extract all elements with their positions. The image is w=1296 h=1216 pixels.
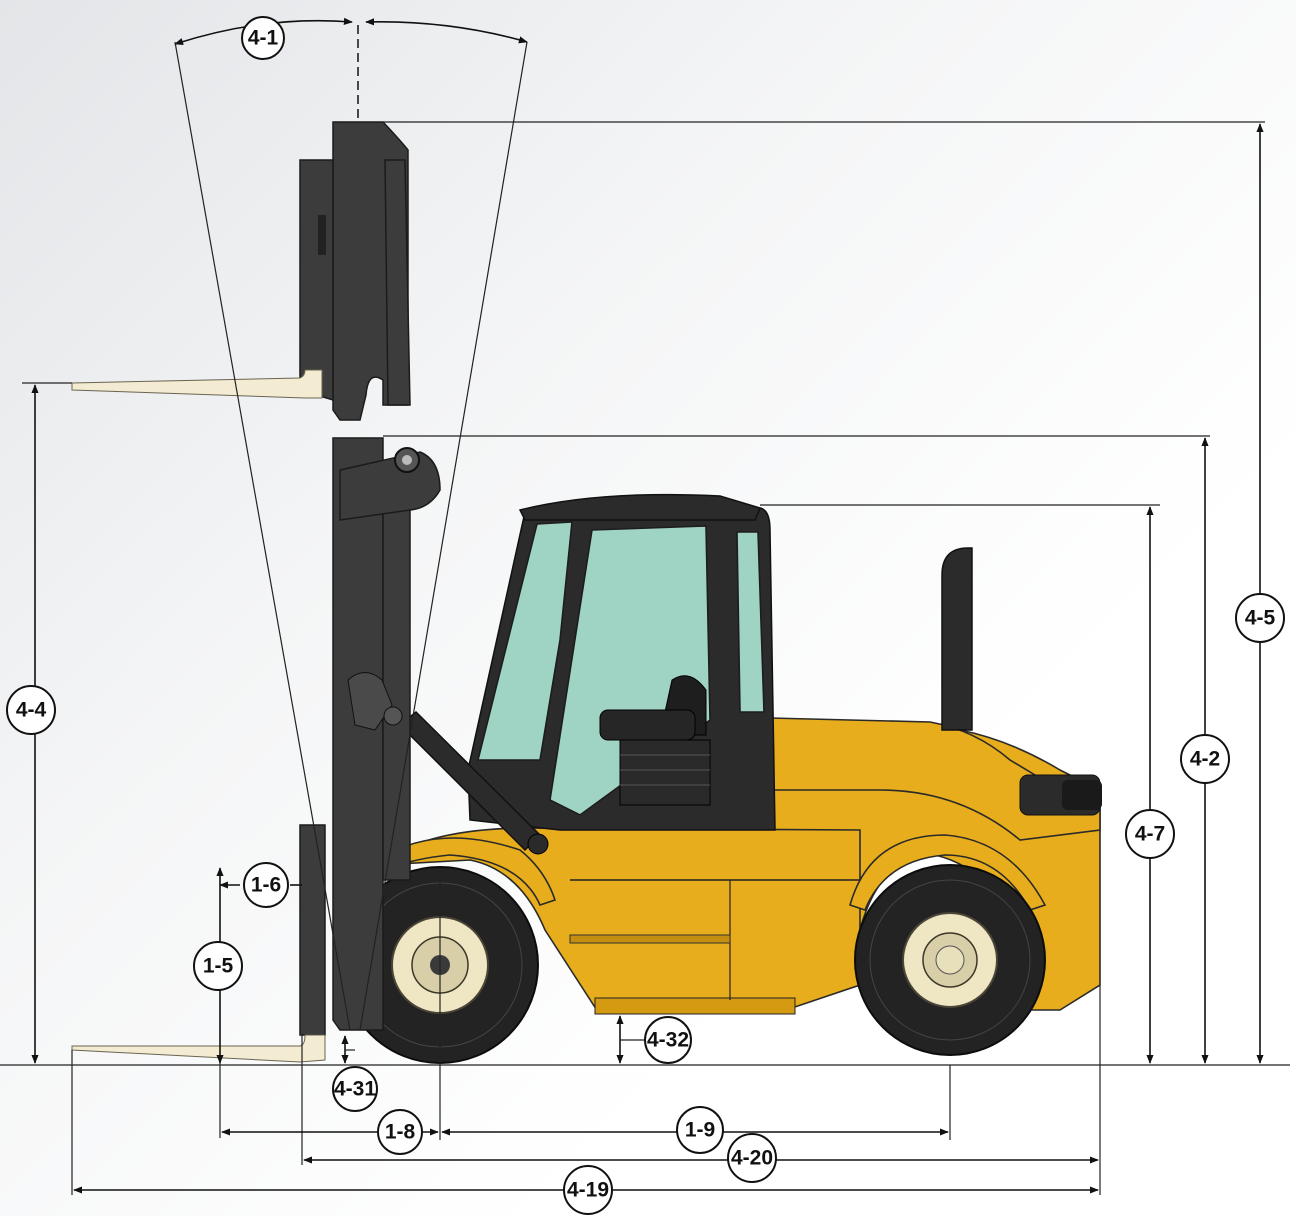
label-1-9: 1-9 <box>676 1106 724 1154</box>
svg-text:1-5: 1-5 <box>203 955 234 978</box>
exhaust-stack <box>941 547 973 731</box>
cab-rear-glass <box>736 531 765 713</box>
svg-text:1-9: 1-9 <box>685 1119 715 1142</box>
label-1-8: 1-8 <box>377 1109 423 1155</box>
dimension-lines <box>0 17 1290 1195</box>
rear-wheel <box>854 864 1046 1056</box>
label-4-19: 4-19 <box>563 1165 613 1215</box>
label-4-31: 4-31 <box>332 1066 378 1112</box>
label-4-1: 4-1 <box>241 16 285 60</box>
mast-extended <box>299 121 411 421</box>
svg-text:1-6: 1-6 <box>251 874 281 897</box>
label-4-5: 4-5 <box>1235 593 1285 643</box>
engine-hood <box>769 717 1101 841</box>
svg-text:4-5: 4-5 <box>1245 607 1276 630</box>
label-1-6: 1-6 <box>243 862 289 908</box>
fork-carriage <box>299 824 326 1036</box>
operator-seat <box>599 675 711 806</box>
label-4-4: 4-4 <box>6 685 56 735</box>
svg-text:4-31: 4-31 <box>334 1078 376 1101</box>
cab-front-glass <box>476 521 573 761</box>
dimension-labels: 4-1 4-5 4-2 4-7 4-4 1-6 1-5 4-31 <box>6 16 1285 1215</box>
svg-text:4-1: 4-1 <box>248 27 279 50</box>
svg-text:4-32: 4-32 <box>647 1029 689 1052</box>
label-1-5: 1-5 <box>193 941 243 991</box>
step-plate <box>594 997 796 1015</box>
label-4-32: 4-32 <box>644 1016 692 1064</box>
overhead-guard <box>518 493 762 521</box>
forklift-illustration <box>71 121 1102 1064</box>
svg-text:4-20: 4-20 <box>731 1147 773 1170</box>
upper-fork <box>71 369 323 399</box>
label-4-2: 4-2 <box>1180 734 1230 784</box>
svg-text:4-7: 4-7 <box>1135 823 1165 846</box>
lower-fork <box>71 1034 326 1063</box>
label-4-20: 4-20 <box>727 1133 777 1183</box>
svg-text:4-4: 4-4 <box>16 699 47 722</box>
svg-text:4-2: 4-2 <box>1190 748 1220 771</box>
front-fender <box>370 837 557 906</box>
rear-fender <box>849 834 1047 911</box>
svg-text:1-8: 1-8 <box>385 1121 416 1144</box>
rear-light-lens <box>1062 780 1102 810</box>
label-4-7: 4-7 <box>1125 809 1175 859</box>
svg-text:4-19: 4-19 <box>567 1179 609 1202</box>
